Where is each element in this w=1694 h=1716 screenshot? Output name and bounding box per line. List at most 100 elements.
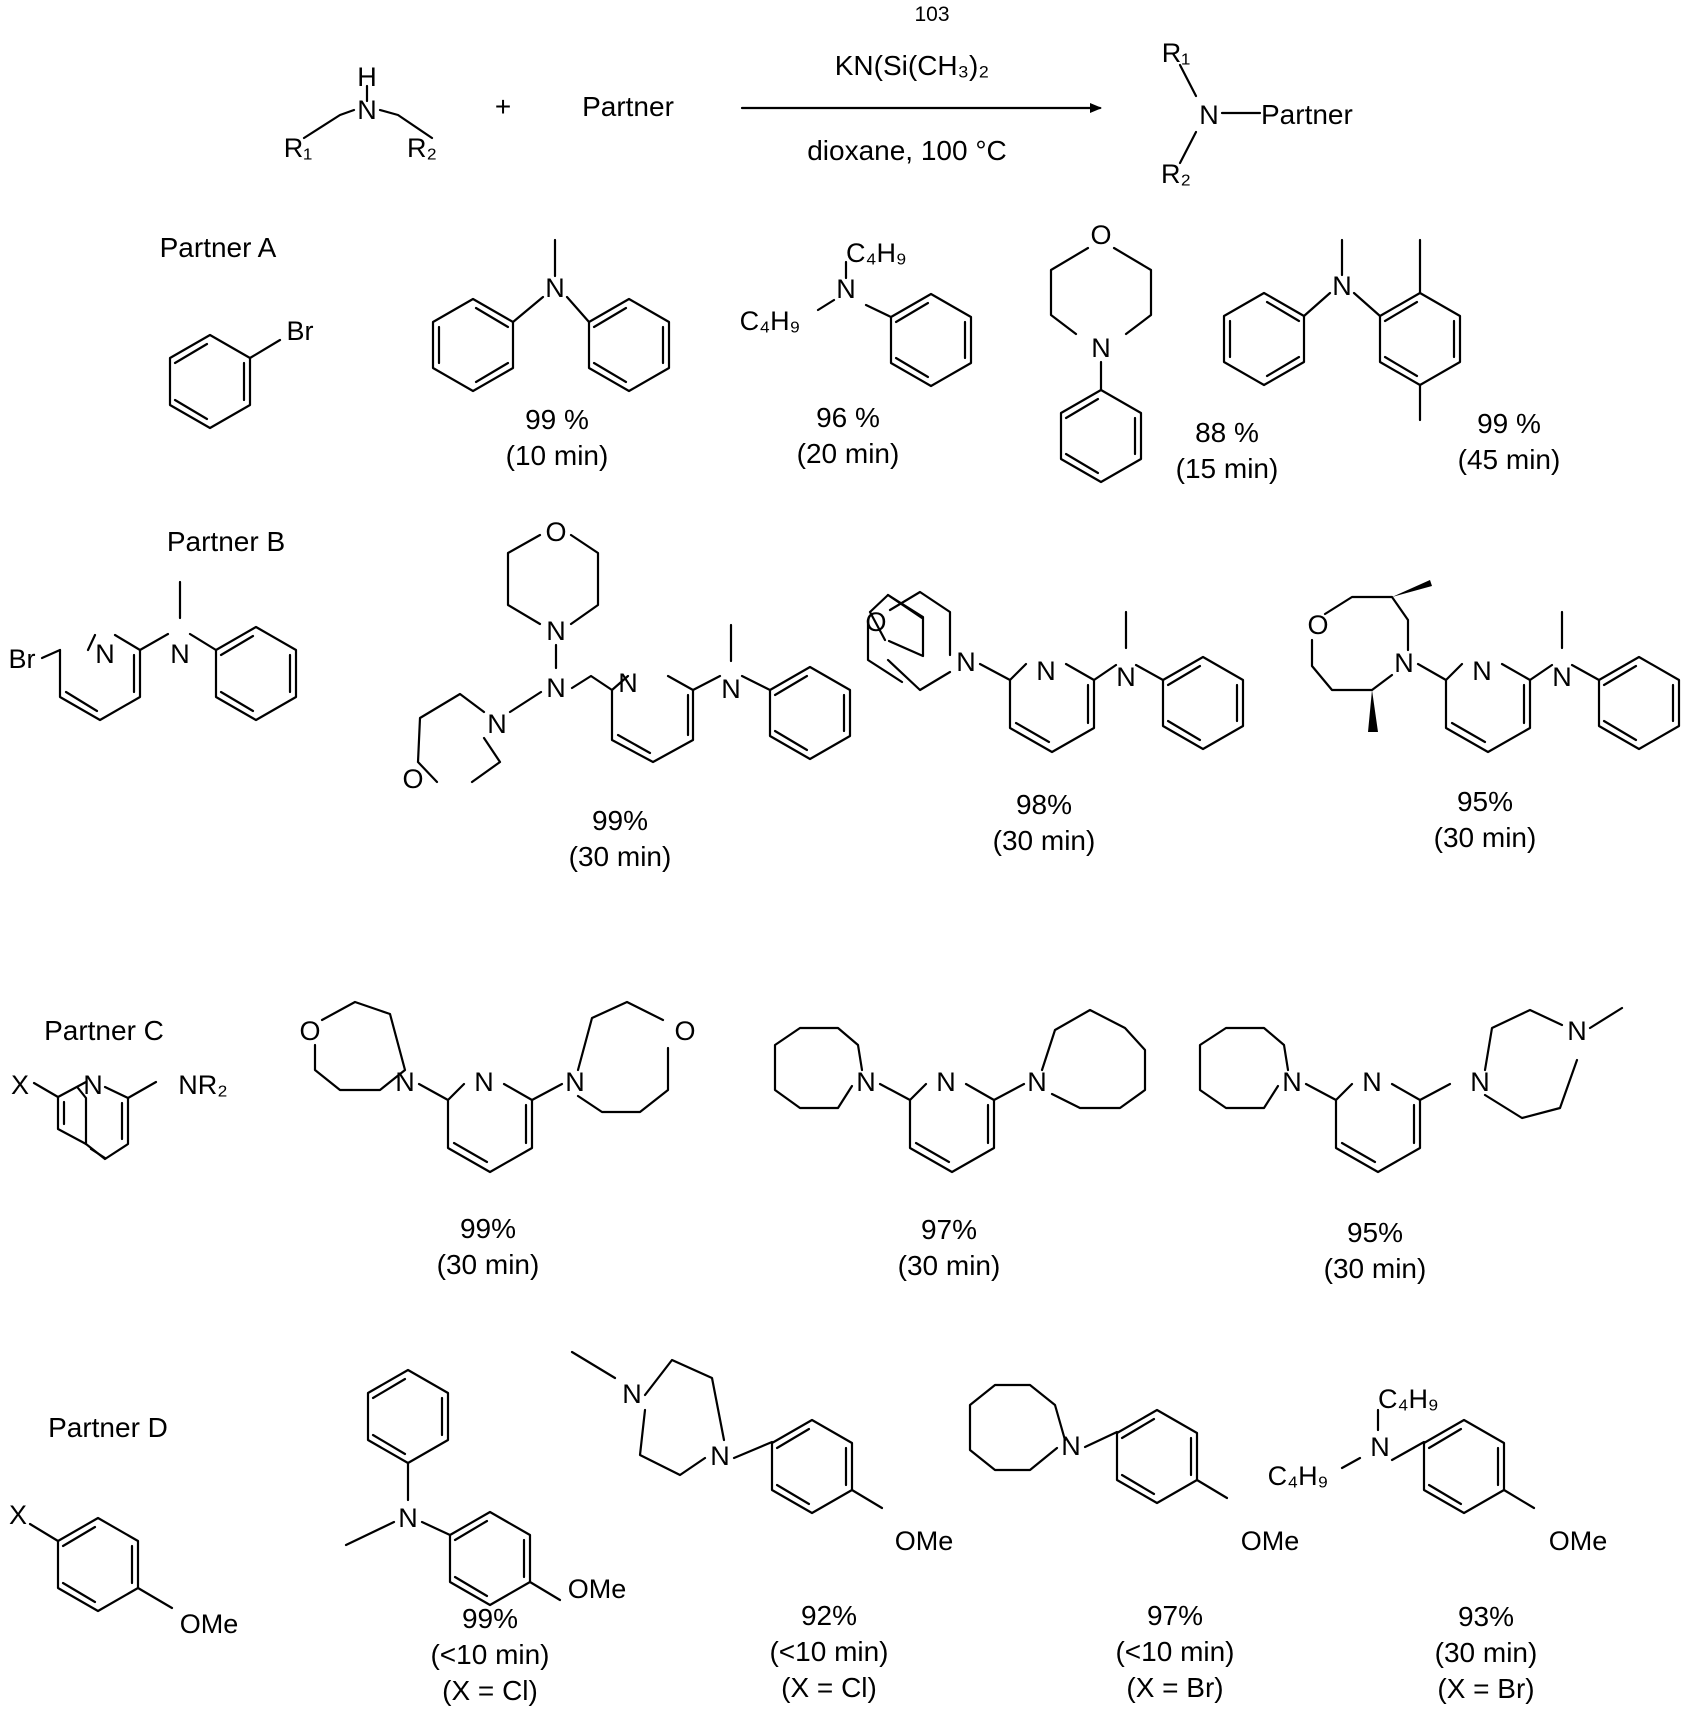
halide-d1: (X = Cl) xyxy=(442,1675,538,1706)
nitrogen-label: N xyxy=(474,1067,494,1097)
nitrogen-label: N xyxy=(1332,271,1352,301)
butyl-label: C₄H₉ xyxy=(1268,1461,1329,1491)
reactant-partner-label: Partner xyxy=(582,91,674,122)
product-structure: O N N N xyxy=(1307,580,1681,754)
yield-a1: 99 % xyxy=(525,404,589,435)
time-d2: (<10 min) xyxy=(769,1636,888,1667)
time-d3: (<10 min) xyxy=(1115,1636,1234,1667)
product-structure: N OMe xyxy=(968,1383,1299,1556)
time-a4: (45 min) xyxy=(1458,444,1561,475)
nitrogen-label: N xyxy=(546,616,566,646)
time-a1: (10 min) xyxy=(506,440,609,471)
yield-d1: 99% xyxy=(462,1603,518,1634)
nitrogen-label: N xyxy=(1199,100,1219,130)
bromobenzene-structure: Br xyxy=(168,316,314,430)
halide-d4: (X = Br) xyxy=(1437,1673,1534,1704)
yield-b2: 98% xyxy=(1016,789,1072,820)
butyl-label: C₄H₉ xyxy=(740,306,801,336)
r2-label: R₂ xyxy=(1161,159,1191,189)
yield-b3: 95% xyxy=(1457,786,1513,817)
nitrogen-label: N xyxy=(1027,1067,1047,1097)
reagent-label: KN(Si(CH₃)₂ xyxy=(835,50,989,81)
halide-d3: (X = Br) xyxy=(1126,1672,1223,1703)
methoxy-label: OMe xyxy=(1549,1526,1608,1556)
yield-a2: 96 % xyxy=(816,402,880,433)
yield-c2: 97% xyxy=(921,1214,977,1245)
nitrogen-label: N xyxy=(1394,648,1414,678)
nitrogen-label: N xyxy=(1567,1016,1587,1046)
nitrogen-label: N xyxy=(1036,656,1056,686)
oxygen-label: O xyxy=(1090,220,1111,250)
nitrogen-label: N xyxy=(936,1067,956,1097)
amine-reactant: H N R₁ R₂ xyxy=(284,62,437,163)
nitrogen-label: N xyxy=(83,1070,103,1100)
yield-d4: 93% xyxy=(1458,1601,1514,1632)
r2-label: R₂ xyxy=(407,133,437,163)
plus-sign: + xyxy=(495,91,511,122)
nitrogen-label: N xyxy=(395,1067,415,1097)
yield-c1: 99% xyxy=(460,1213,516,1244)
r1-label: R₁ xyxy=(284,133,313,163)
time-b2: (30 min) xyxy=(993,825,1096,856)
partner-b-label: Partner B xyxy=(167,526,285,557)
general-product: R₁ N R₂ Partner xyxy=(1161,38,1353,189)
nitrogen-label: N xyxy=(836,274,856,304)
bromopyridine-structure: N N Br xyxy=(9,580,298,722)
time-d1: (<10 min) xyxy=(430,1639,549,1670)
oxygen-label: O xyxy=(402,764,423,794)
nitrogen-label: N xyxy=(546,673,566,703)
product-structure: N OMe xyxy=(344,1368,627,1607)
partner-c-label: Partner C xyxy=(44,1015,164,1046)
nitrogen-label: N xyxy=(1370,1432,1390,1462)
oxygen-label: O xyxy=(1307,610,1328,640)
nitrogen-label: N xyxy=(357,95,377,125)
butyl-label: C₄H₉ xyxy=(1378,1384,1439,1414)
nitrogen-label: N xyxy=(1470,1067,1490,1097)
conditions-label: dioxane, 100 °C xyxy=(807,135,1007,166)
oxygen-label: O xyxy=(299,1016,320,1046)
nitrogen-label: N xyxy=(1282,1067,1302,1097)
nitrogen-label: N xyxy=(1091,333,1111,363)
nitrogen-label: N xyxy=(565,1067,585,1097)
halopyridine-structure: N NR₂ X xyxy=(11,1070,228,1161)
partner-d-label: Partner D xyxy=(48,1412,168,1443)
yield-a4: 99 % xyxy=(1477,408,1541,439)
nitrogen-label: N xyxy=(398,1503,418,1533)
nitrogen-label: N xyxy=(721,674,741,704)
nitrogen-label: N xyxy=(1061,1431,1081,1461)
yield-d3: 97% xyxy=(1147,1600,1203,1631)
yield-c3: 95% xyxy=(1347,1217,1403,1248)
yield-a3: 88 % xyxy=(1195,417,1259,448)
bromine-label: Br xyxy=(9,644,36,674)
product-structure: N N N N xyxy=(1198,1006,1624,1174)
methoxy-label: OMe xyxy=(180,1609,239,1639)
product-structure: N N N xyxy=(773,1008,1147,1174)
time-b1: (30 min) xyxy=(569,841,672,872)
product-structure: O N xyxy=(1049,220,1153,484)
nitrogen-label: N xyxy=(487,709,507,739)
page-number: 103 xyxy=(914,3,949,26)
haloanisole-structure: X OMe xyxy=(9,1500,238,1639)
time-a2: (20 min) xyxy=(797,438,900,469)
methoxy-label: OMe xyxy=(568,1574,627,1604)
r1-label: R₁ xyxy=(1162,38,1191,68)
time-c2: (30 min) xyxy=(898,1250,1001,1281)
halogen-label: X xyxy=(11,1070,29,1100)
nitrogen-label: N xyxy=(1552,662,1572,692)
amine-label: NR₂ xyxy=(178,1070,227,1100)
yield-b1: 99% xyxy=(592,805,648,836)
nitrogen-label: N xyxy=(545,273,565,303)
oxygen-label: O xyxy=(865,607,886,637)
nitrogen-label: N xyxy=(618,668,638,698)
nitrogen-label: N xyxy=(1362,1067,1382,1097)
product-structure: N N OMe xyxy=(570,1350,953,1556)
halogen-label: X xyxy=(9,1500,27,1530)
time-c1: (30 min) xyxy=(437,1249,540,1280)
nitrogen-label: N xyxy=(170,639,190,669)
oxygen-label: O xyxy=(545,517,566,547)
product-structure: O N N N O xyxy=(299,1000,696,1174)
product-structure: N C₄H₉ C₄H₉ OMe xyxy=(1268,1384,1608,1556)
nitrogen-label: N xyxy=(1116,662,1136,692)
product-partner-label: Partner xyxy=(1261,99,1353,130)
